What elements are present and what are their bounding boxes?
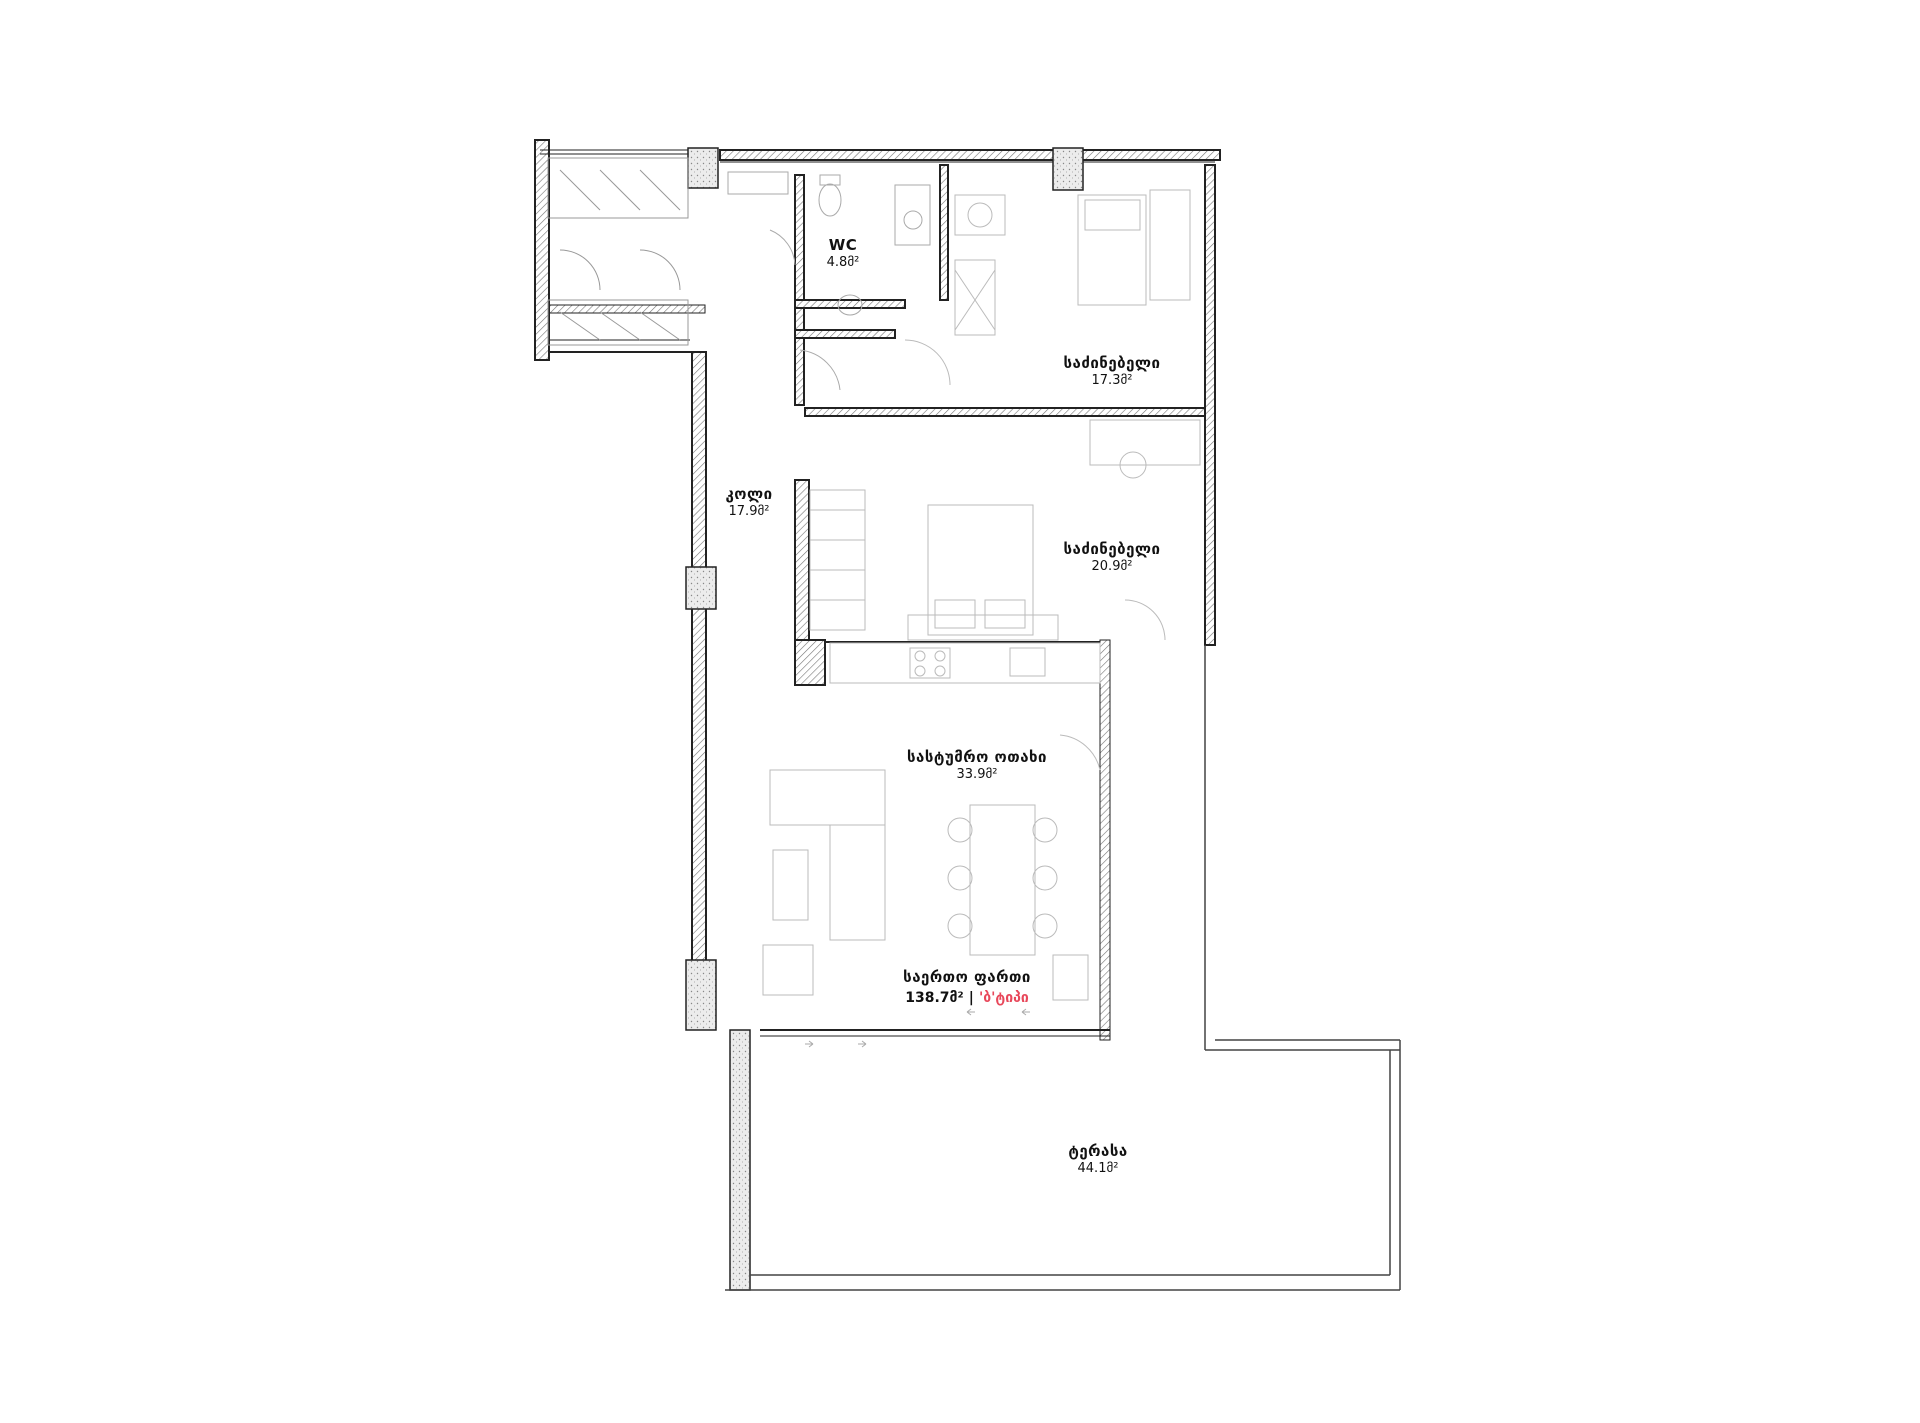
- room-area: 17.3მ²: [1091, 372, 1133, 388]
- total-area-label: საერთო ფართი 138.7მ² | 'ბ'ტიპი: [903, 968, 1031, 1007]
- room-label-terrace: ტერასა 44.1მ²: [1068, 1142, 1127, 1177]
- room-name: სასტუმრო ოთახი: [907, 748, 1047, 766]
- bedroom-small-furniture: [904, 189, 1191, 386]
- wc-fixtures: [727, 171, 931, 391]
- bedroom-large-furniture: [809, 419, 1201, 641]
- outer-walls: [534, 139, 1221, 1041]
- room-name: საძინებელი: [1063, 354, 1161, 372]
- room-label-bedroom-large: საძინებელი 20.9მ²: [1064, 540, 1161, 575]
- apartment-type: 'ბ'ტიპი: [978, 989, 1029, 1006]
- room-area: 33.9მ²: [956, 766, 998, 782]
- room-label-hallway: კოლი 17.9მ²: [725, 485, 772, 520]
- room-label-living-room: სასტუმრო ოთახი 33.9მ²: [907, 748, 1047, 783]
- room-name: კოლი: [725, 485, 773, 503]
- room-area: 17.9მ²: [728, 503, 770, 519]
- terrace-outline: [725, 645, 1401, 1291]
- room-name: ტერასა: [1068, 1142, 1128, 1160]
- room-area: 4.8მ²: [826, 254, 860, 270]
- kitchen-counter: [829, 642, 1101, 684]
- room-name: WC: [828, 236, 858, 254]
- room-area: 20.9მ²: [1091, 558, 1133, 574]
- total-area-value: 138.7მ²: [905, 989, 964, 1006]
- total-area-title: საერთო ფართი: [903, 968, 1031, 986]
- room-label-bedroom-small: საძინებელი 17.3მ²: [1064, 354, 1161, 389]
- room-name: საძინებელი: [1063, 540, 1161, 558]
- room-label-wc: WC 4.8მ²: [827, 236, 860, 271]
- room-area: 44.1მ²: [1077, 1160, 1119, 1176]
- sliding-door-arrows: [805, 1008, 1030, 1048]
- separator: |: [968, 989, 974, 1006]
- living-room-furniture: [762, 734, 1101, 1001]
- walk-in-closet: [547, 157, 689, 346]
- columns: [685, 147, 1084, 1291]
